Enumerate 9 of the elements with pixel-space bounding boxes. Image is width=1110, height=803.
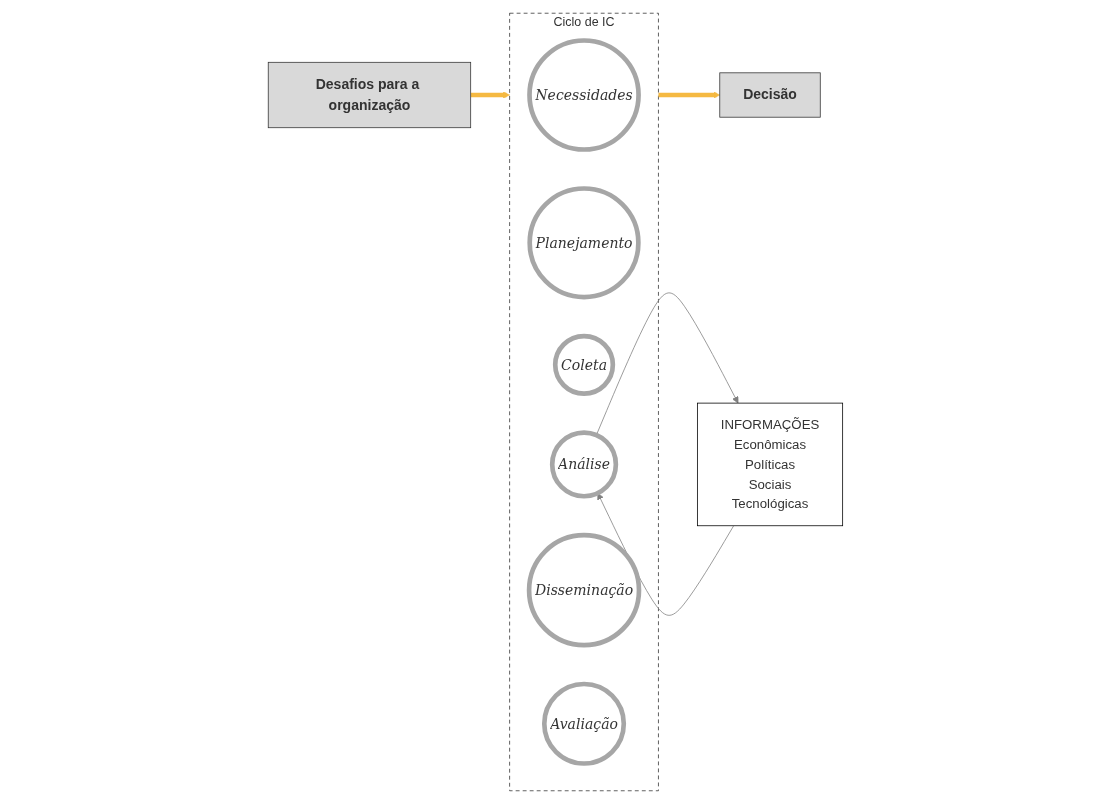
node-circle: Necessidades bbox=[526, 37, 641, 152]
arrow bbox=[470, 91, 510, 98]
node-circle: Planejamento bbox=[526, 185, 641, 299]
node-box: Desafios para a organização bbox=[267, 61, 471, 128]
node-circle: Disseminação bbox=[526, 532, 641, 647]
node-circle: Coleta bbox=[552, 333, 615, 396]
arrow bbox=[658, 91, 720, 98]
node-box: INFORMAÇÕES Econômicas Políticas Sociais Tecnológicas bbox=[696, 402, 843, 526]
node-box: Decisão bbox=[718, 71, 821, 118]
